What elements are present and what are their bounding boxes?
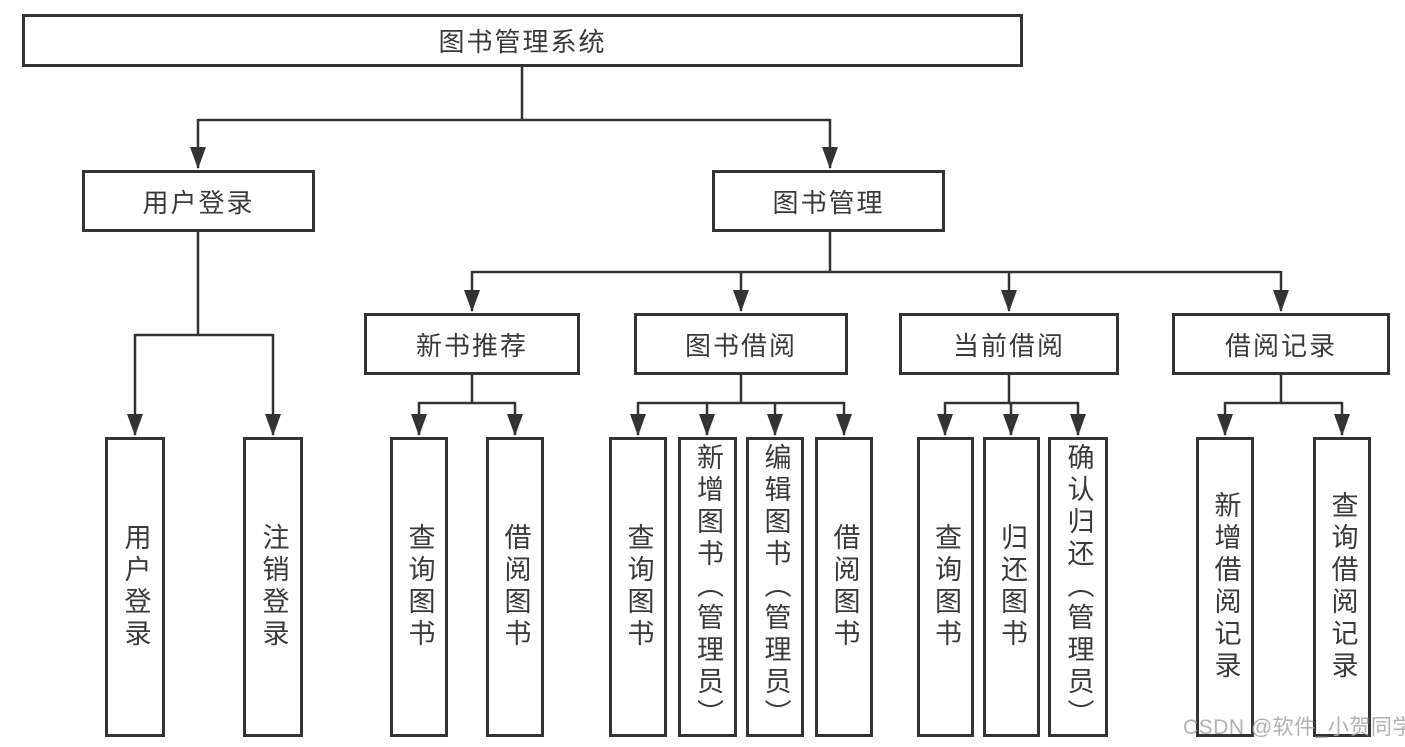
leaf-add-books-admin: 新增图书（管理员） xyxy=(678,437,737,737)
leaf-user-login: 用户登录 xyxy=(105,437,165,737)
leaf-return-books: 归还图书 xyxy=(983,437,1040,737)
leaf-query-borrow-record: 查询借阅记录 xyxy=(1313,437,1371,737)
node-book-borrowing: 图书借阅 xyxy=(634,313,848,375)
node-root-library-system: 图书管理系统 xyxy=(22,14,1023,67)
leaf-confirm-return-admin: 确认归还（管理员） xyxy=(1048,437,1108,737)
leaf-borrow-books-borrowing: 借阅图书 xyxy=(815,437,873,737)
node-new-book-recommend: 新书推荐 xyxy=(364,313,580,375)
leaf-query-books-borrowing: 查询图书 xyxy=(609,437,667,737)
csdn-watermark: CSDN @软件_小贺同学 xyxy=(1183,716,1405,739)
leaf-borrow-books-newbook: 借阅图书 xyxy=(486,437,544,737)
leaf-add-borrow-record: 新增借阅记录 xyxy=(1196,437,1254,737)
node-current-borrowing: 当前借阅 xyxy=(899,313,1119,375)
leaf-query-books-current: 查询图书 xyxy=(917,437,974,737)
leaf-query-books-newbook: 查询图书 xyxy=(390,437,448,737)
node-book-management: 图书管理 xyxy=(712,170,945,232)
leaf-edit-books-admin: 编辑图书（管理员） xyxy=(746,437,804,737)
leaf-logout-login: 注销登录 xyxy=(243,437,303,737)
node-borrowing-records: 借阅记录 xyxy=(1172,313,1390,375)
node-user-login: 用户登录 xyxy=(82,170,315,232)
